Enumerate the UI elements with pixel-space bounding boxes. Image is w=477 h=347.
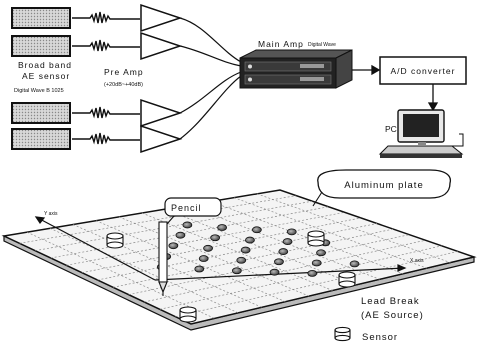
preamp-to-mainamp-lines <box>179 17 242 140</box>
lead-break-point <box>282 238 293 245</box>
main-amp-brand: Digital Wave <box>308 42 336 48</box>
waveform-4 <box>72 132 140 145</box>
ad-converter-box <box>379 56 467 85</box>
lead-break-point <box>251 226 262 234</box>
legend-lead-break-line2: (AE Source) <box>361 310 424 321</box>
preamp-4 <box>140 124 183 154</box>
lead-break-point <box>236 256 247 264</box>
main-amp-label: Main Amp <box>258 39 304 49</box>
sensor-box-4 <box>11 128 71 150</box>
grid-line <box>159 245 442 310</box>
lead-break-point <box>286 228 297 236</box>
lead-break-point <box>168 242 179 250</box>
grid-line <box>35 200 313 252</box>
lead-break-point <box>278 248 289 255</box>
sensor-box-2 <box>11 35 71 57</box>
pencil-icon <box>158 221 168 296</box>
grid-line <box>175 251 458 318</box>
sensor-box-1 <box>11 7 71 29</box>
lead-break-point <box>217 224 227 231</box>
lead-break-point <box>182 221 193 229</box>
waveform-1 <box>72 11 140 24</box>
preamp-gain: (+20dB~+40dB) <box>104 82 143 88</box>
lead-break-point <box>311 259 322 267</box>
pencil-label: Pencil <box>171 203 202 213</box>
lead-break-point <box>210 234 221 242</box>
arrow-ad-to-pc <box>427 84 439 112</box>
legend-sensor-label: Sensor <box>362 332 398 343</box>
lead-break-point <box>274 258 284 266</box>
sensor-model: Digital Wave B 1025 <box>14 88 64 94</box>
plate-sensor-2 <box>307 230 325 247</box>
lead-break-point <box>198 255 209 262</box>
x-axis-label: X axis <box>410 258 424 264</box>
lead-break-point <box>269 268 280 276</box>
legend-lead-break-line1: Lead Break <box>361 296 420 307</box>
sensor-label-line1: Broad band <box>18 60 72 70</box>
grid-line <box>50 206 329 259</box>
sensor-box-3 <box>11 102 71 124</box>
preamp-1 <box>140 3 183 33</box>
arrow-mainamp-to-ad <box>352 64 381 76</box>
sensor-boxes <box>11 7 71 150</box>
lead-break-point <box>194 265 205 273</box>
plate-axes <box>34 216 407 281</box>
grid-line <box>97 223 378 281</box>
waveform-3 <box>72 106 140 119</box>
plate-grid <box>19 193 458 319</box>
plate-label: Aluminum plate <box>344 180 423 191</box>
plate-callout <box>312 169 452 207</box>
y-axis-label: Y axis <box>44 211 58 217</box>
legend-sensor-icon <box>334 326 351 342</box>
plate-sensors <box>106 230 356 323</box>
legend: Lead Break (AE Source) Sensor <box>334 296 424 343</box>
pc-label: PC <box>385 124 397 134</box>
waveform-2 <box>72 39 140 52</box>
plate-sensor-3 <box>338 271 356 288</box>
lead-break-point <box>349 260 360 268</box>
lead-break-point <box>175 231 186 239</box>
preamp-2 <box>140 31 183 61</box>
lead-break-point <box>307 269 318 277</box>
lead-break-point <box>203 244 213 252</box>
lead-break-point <box>231 267 242 275</box>
preamp-label: Pre Amp <box>104 67 144 77</box>
waveform-signals <box>72 11 140 145</box>
ad-converter-label: A/D converter <box>391 66 456 76</box>
lead-break-point <box>316 249 326 257</box>
preamp-triangles <box>140 3 183 154</box>
pc-computer-icon <box>378 109 464 158</box>
lead-break-point <box>245 236 255 244</box>
preamp-3 <box>140 98 183 128</box>
plate-sensor-4 <box>179 306 197 323</box>
main-amp-unit <box>239 49 353 89</box>
lead-break-point <box>240 246 251 254</box>
plate-sensor-1 <box>106 232 124 249</box>
sensor-label-line2: AE sensor <box>22 71 70 81</box>
pencil-callout <box>164 197 222 225</box>
